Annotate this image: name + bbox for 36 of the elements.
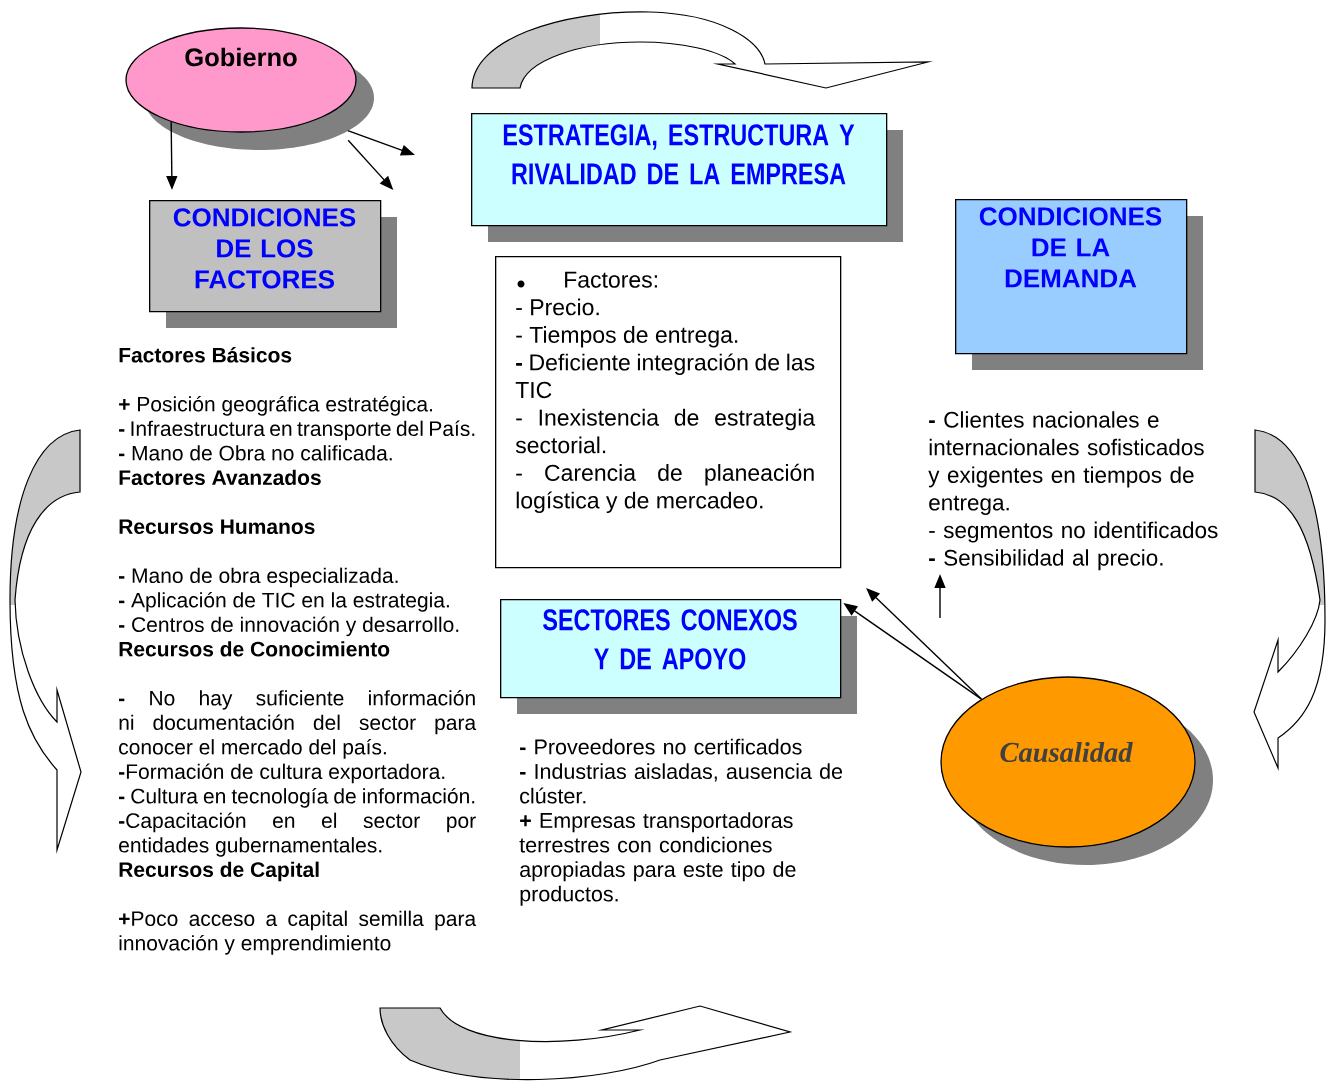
list-item: - Mano de Obra no calificada. [119,445,392,461]
arrow [866,588,983,700]
list-item: - Deficiente integración de las TIC [515,353,815,399]
list-item: - Proveedores no certificados [520,738,802,755]
section-heading: Recursos de Capital [119,861,319,882]
list-item: - Mano de obra especializada. [119,567,398,588]
title-box: CONDICIONES DE LA DEMANDA [955,199,1203,370]
oval-node: Causalidad [940,676,1213,865]
list-item: + Empresas transportadoras terrestres con condiciones apropiadas para este tipo de productos. [519,812,796,906]
list-item: -Capacitación en el sector por entidades gubernamentales. [119,812,476,857]
text-box [495,256,842,569]
section-heading: Factores Avanzados [119,469,321,486]
list-item: - Sensibilidad al precio. [929,549,1163,571]
list-item: - Infraestructura en transporte del País. [119,420,475,441]
title-box: SECTORES CONEXOS Y DE APOYO [500,599,857,714]
list-item: - Precio. [516,298,599,316]
list-item: - Centros de innovación y desarrollo. [119,616,459,637]
oval-node: Gobierno [125,27,374,150]
list-item: - No hay suficiente información ni documentación del sector para conocer el mercado del país. [119,689,477,759]
list-item: + Posición geográfica estratégica. [119,395,432,416]
section-heading: Recursos de Conocimiento [119,641,390,657]
list-item: - Tiempos de entrega. [516,326,738,348]
list-item: - Carencia de planeación logística y de mercadeo. [516,463,814,514]
list-item: Factores: [565,271,657,288]
list-item: - Inexistencia de estrategia sectorial. [515,408,816,454]
list-item: +Poco acceso a capital semilla para innovación y emprendimiento [119,910,477,955]
section-heading: Recursos Humanos [119,519,315,535]
list-item: - Aplicación de TIC en la estrategia. [119,591,449,612]
list-item: - Cultura en tecnología de información. [119,787,475,808]
list-item: - Industrias aisladas, ausencia de clúster. [520,763,843,804]
list-item: - Clientes nacionales e internacionales sofisticados y exigentes en tiempos de entrega. [928,411,1204,515]
list-item: - segmentos no identificados [929,521,1218,543]
title-box: ESTRATEGIA, ESTRUCTURA Y RIVALIDAD DE LA EMPRESA [471,113,903,242]
title-box: CONDICIONES DE LOS FACTORES [149,200,397,328]
list-item: -Formación de cultura exportadora. [119,763,445,784]
section-heading: Factores Básicos [119,346,292,363]
